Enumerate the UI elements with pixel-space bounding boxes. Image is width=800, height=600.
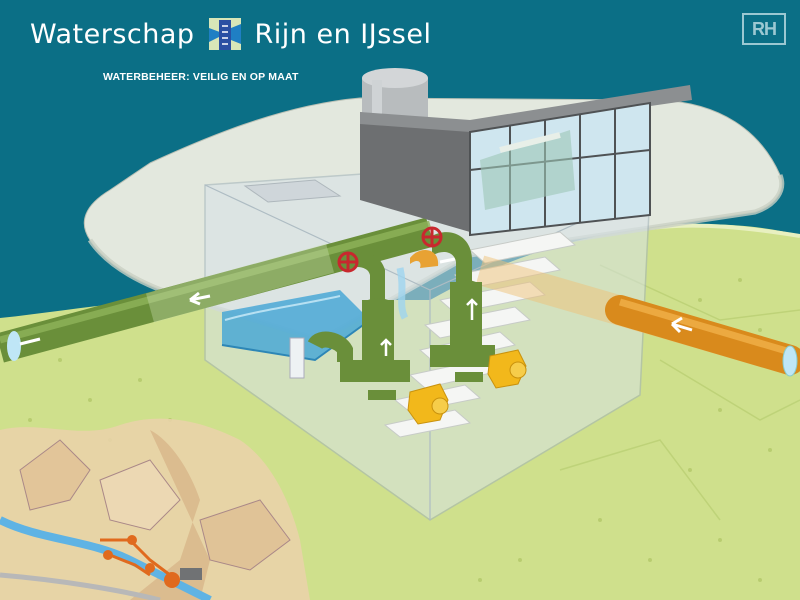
arrow-icon [380,338,392,356]
inset-map [0,418,310,600]
brand-header: Waterschap Rijn en IJssel [30,12,431,56]
pump-motor [407,349,527,425]
valve-wheel-icon [337,251,359,273]
arrow-icon [670,316,693,334]
tagline: WATERBEHEER: VEILIG EN OP MAAT [103,71,299,83]
brand-name-left: Waterschap [30,18,195,50]
waterschap-shield-icon [208,18,241,50]
control-building [360,85,692,237]
outlet-bend [410,250,439,268]
arrow-icon [466,298,478,320]
orange-pipe [475,255,800,377]
brand-name-right: Rijn en IJssel [254,18,432,50]
pump-columns [307,232,495,400]
green-pipe [0,217,461,363]
valve-wheel-icon [421,226,443,248]
rh-logo: RH [742,13,786,45]
